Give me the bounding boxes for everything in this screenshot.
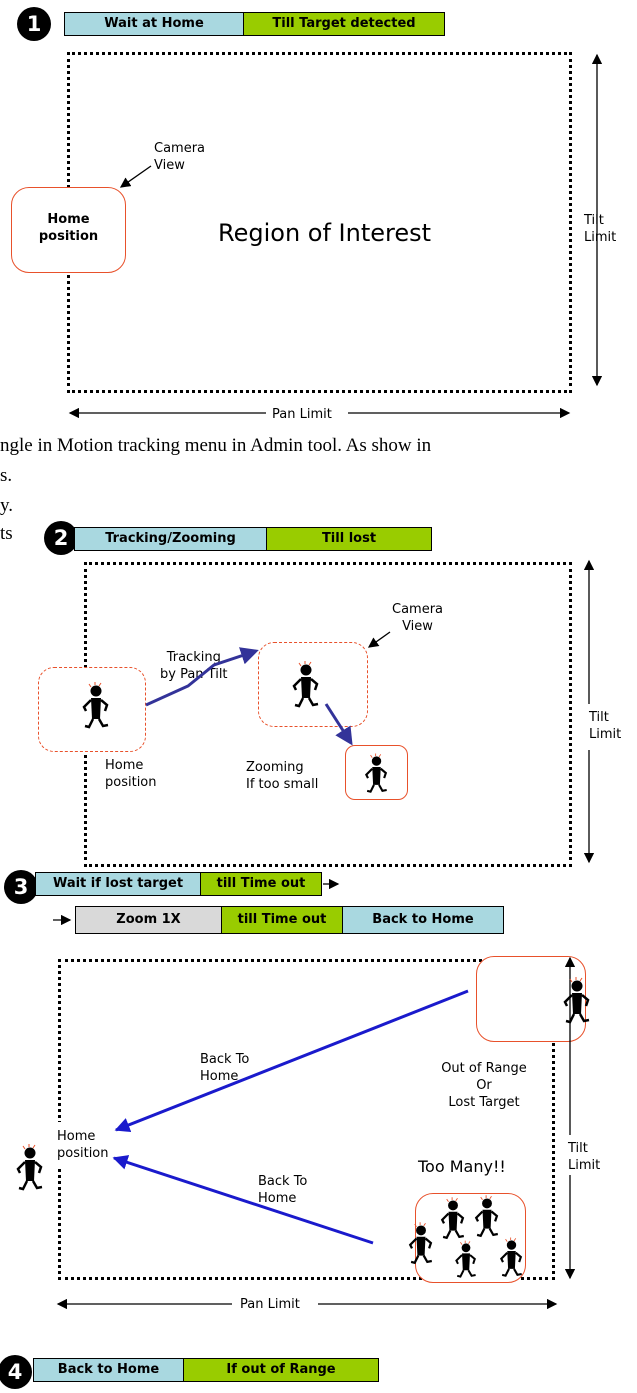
person-crowd-5 [500, 1236, 523, 1277]
camera-view-line1: Camera [154, 141, 206, 156]
pan-limit-label-1: Pan Limit [272, 407, 332, 422]
tracking-label: Tracking by Pan Tilt [160, 649, 228, 683]
out-of-range-line1: Out of Range [441, 1061, 527, 1076]
step-1-bar-wait: Wait at Home [64, 12, 244, 36]
out-of-range-line2: Or [476, 1078, 492, 1093]
step-2-badge: 2 [44, 521, 78, 555]
back-home-bottom-line2: Home [258, 1191, 297, 1206]
step-3-bar-timeout-2: till Time out [221, 906, 343, 934]
return-arrow-top [114, 989, 469, 1133]
step-3-region-box [58, 959, 555, 1280]
step-4-bar-back-home: Back to Home [33, 1358, 184, 1382]
out-of-range-label: Out of Range Or Lost Target [424, 1060, 544, 1111]
step-1-badge: 1 [17, 7, 51, 41]
zooming-arrow [324, 703, 353, 746]
home-position-label: Home position [11, 211, 126, 245]
person-home-2 [82, 680, 110, 729]
tilt-line1: Tilt [568, 1141, 588, 1156]
person-camera-2 [292, 659, 320, 708]
camera-view-arrow-2 [367, 631, 391, 648]
person-home-3 [16, 1142, 44, 1191]
home-label-line2: position [38, 229, 99, 244]
home-line2: position [105, 775, 157, 790]
doc-text-line-4: ts [0, 523, 13, 544]
camera-view-label: Camera View [154, 140, 205, 174]
back-home-bottom-label: Back To Home [258, 1173, 307, 1207]
tilt-line2: Limit [584, 230, 617, 245]
return-arrow-bottom [112, 1155, 374, 1245]
step-3-arrows [16, 878, 591, 1310]
back-home-top-label: Back To Home [200, 1051, 249, 1085]
tracking-path [145, 647, 259, 707]
camera-view-line1: Camera [392, 602, 444, 617]
step-4-bar-out-of-range: If out of Range [183, 1358, 379, 1382]
camera-view-line2: View [402, 619, 433, 634]
back-home-top-line2: Home [200, 1069, 239, 1084]
tilt-line1: Tilt [584, 213, 604, 228]
person-crowd-3 [475, 1194, 499, 1237]
step-3-home-label: Home position [57, 1128, 109, 1162]
tilt-limit-label-2: Tilt Limit [589, 709, 621, 743]
step-2-camera-box [258, 642, 368, 727]
person-crowd-2 [441, 1196, 465, 1239]
zooming-line1: Zooming [246, 760, 304, 775]
region-of-interest-label: Region of Interest [218, 219, 432, 247]
doc-text-line-2: s. [0, 465, 13, 486]
tilt-line2: Limit [589, 727, 622, 742]
doc-text-line-3: y. [0, 495, 14, 516]
step-2-home-label: Home position [105, 757, 157, 791]
pan-limit-label-3: Pan Limit [240, 1297, 300, 1312]
back-home-bottom-line1: Back To [258, 1174, 308, 1189]
tracking-line2: by Pan Tilt [160, 667, 228, 682]
zooming-label: Zooming If too small [246, 759, 318, 793]
step-3-bar-wait: Wait if lost target [35, 872, 201, 896]
person-zoom-2 [365, 752, 388, 793]
step-4-badge: 4 [0, 1355, 32, 1389]
tilt-limit-label-3: Tilt Limit [568, 1140, 600, 1174]
tracking-line1: Tracking [166, 650, 221, 665]
camera-view-line2: View [154, 158, 185, 173]
person-out-of-range [563, 975, 591, 1024]
home-line1: Home [105, 758, 144, 773]
step-2-bar-tracking: Tracking/Zooming [74, 527, 267, 551]
back-home-top-line1: Back To [200, 1052, 250, 1067]
zooming-line2: If too small [246, 777, 319, 792]
step-3-bar-timeout-1: till Time out [200, 872, 322, 896]
home-label-line1: Home [47, 212, 90, 227]
step-1-bar-till: Till Target detected [243, 12, 445, 36]
step-2-camera-view-label: Camera View [392, 601, 443, 635]
step-3-badge: 3 [4, 870, 38, 904]
home-position-box [11, 187, 126, 273]
step-1-arrows [68, 53, 603, 419]
step-2-arrows [82, 559, 595, 864]
tilt-line2: Limit [568, 1158, 601, 1173]
tilt-limit-label-1: Tilt Limit [584, 212, 616, 246]
step-2-bar-till-lost: Till lost [266, 527, 432, 551]
person-crowd-1 [409, 1221, 433, 1264]
too-many-label: Too Many!! [418, 1157, 506, 1176]
person-crowd-4 [455, 1239, 477, 1278]
camera-view-arrow-1 [119, 165, 152, 188]
doc-text-line-1: ngle in Motion tracking menu in Admin to… [0, 435, 432, 456]
home-line2: position [57, 1146, 109, 1161]
step-3-bar-back-home: Back to Home [342, 906, 504, 934]
home-line1: Home [57, 1129, 96, 1144]
out-of-range-line3: Lost Target [448, 1095, 520, 1110]
tilt-line1: Tilt [589, 710, 609, 725]
